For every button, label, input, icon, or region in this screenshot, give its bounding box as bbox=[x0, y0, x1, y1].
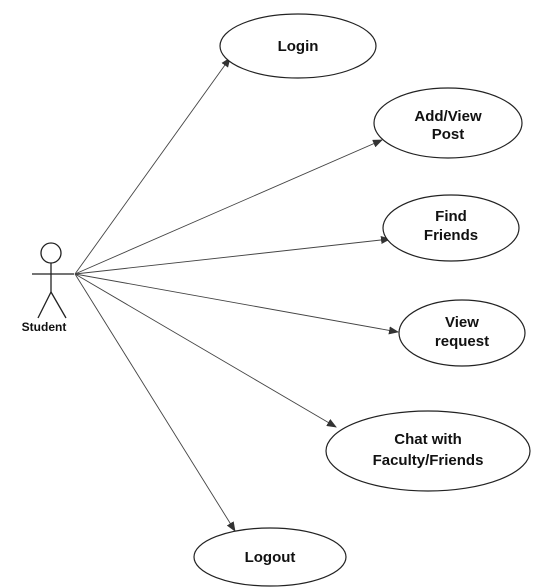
use-case-ellipse bbox=[219, 13, 377, 79]
use-case-label: Logout bbox=[245, 549, 296, 566]
actor-left-leg bbox=[37, 291, 52, 319]
use-case-ellipse bbox=[398, 299, 526, 367]
association-add-view-post bbox=[74, 139, 383, 275]
use-case-ellipse bbox=[193, 527, 347, 587]
actor-label: Student bbox=[22, 320, 67, 334]
use-case-label: Login bbox=[278, 38, 319, 55]
use-case-chat: Chat with Faculty/Friends bbox=[325, 410, 531, 492]
use-case-label: Add/View bbox=[414, 108, 482, 125]
actor-right-leg bbox=[50, 291, 67, 319]
associations bbox=[74, 57, 399, 532]
association-view-request bbox=[74, 273, 399, 335]
association-chat bbox=[74, 273, 337, 428]
use-case-label: Faculty/Friends bbox=[373, 452, 484, 469]
association-logout bbox=[74, 273, 236, 532]
use-case-find-friends: Find Friends bbox=[382, 194, 520, 262]
use-case-label: Chat with bbox=[394, 431, 462, 448]
use-case-label: request bbox=[435, 333, 489, 350]
use-case-add-view-post: Add/View Post bbox=[373, 87, 523, 159]
actor-student bbox=[32, 242, 74, 319]
actor-head bbox=[40, 242, 62, 264]
use-case-ellipse bbox=[373, 87, 523, 159]
use-case-label: Post bbox=[432, 126, 465, 143]
use-case-ellipse bbox=[382, 194, 520, 262]
use-case-view-request: View request bbox=[398, 299, 526, 367]
use-case-label: Find bbox=[435, 208, 467, 225]
use-case-ellipse bbox=[325, 410, 531, 492]
association-login bbox=[74, 57, 231, 275]
use-case-label: Friends bbox=[424, 227, 478, 244]
use-case-login: Login bbox=[219, 13, 377, 79]
association-find-friends bbox=[74, 236, 391, 275]
use-case-logout: Logout bbox=[193, 527, 347, 587]
use-case-label: View bbox=[445, 314, 479, 331]
